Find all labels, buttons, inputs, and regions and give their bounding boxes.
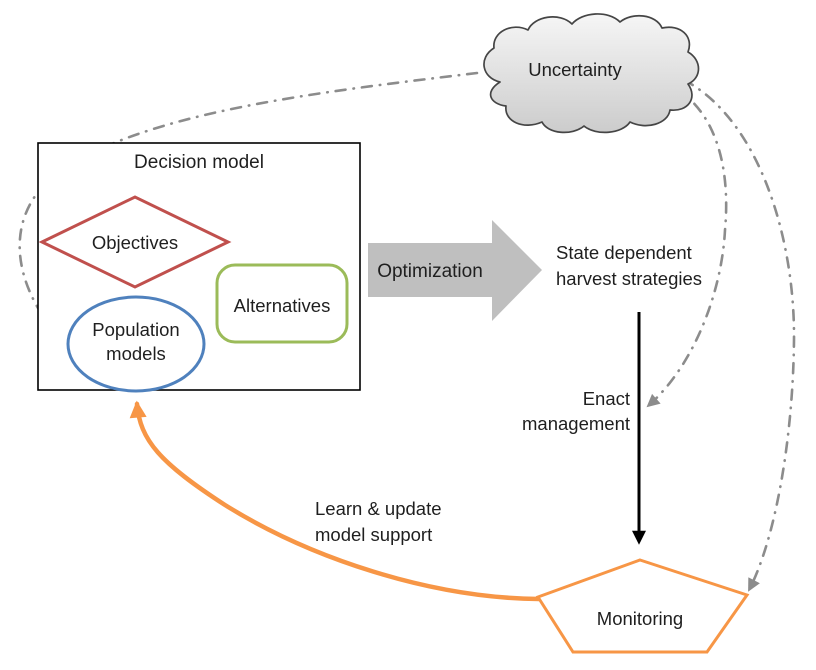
enact-management-label-line1: Enact — [583, 388, 630, 409]
alternatives-box — [215, 263, 349, 344]
optimization-arrow — [368, 220, 542, 321]
objectives-label: Objectives — [92, 232, 178, 253]
uncertainty-to-enact-management-arrow — [646, 85, 728, 408]
uncertainty-label: Uncertainty — [528, 59, 622, 80]
monitoring-pentagon — [535, 558, 750, 654]
objectives-diamond — [38, 195, 232, 289]
learn-update-feedback-arrow — [129, 400, 542, 602]
monitoring-label: Monitoring — [597, 608, 683, 629]
learn-update-label-line2: model support — [315, 524, 432, 545]
alternatives-label: Alternatives — [234, 295, 331, 316]
state-dependent-label-line1: State dependent — [556, 242, 692, 263]
learn-update-label-line1: Learn & update — [315, 498, 442, 519]
optimization-label: Optimization — [377, 261, 483, 282]
decision-model-label: Decision model — [134, 152, 264, 173]
population-models-ellipse — [66, 295, 206, 393]
state-dependent-label-line2: harvest strategies — [556, 268, 702, 289]
population-models-label-line1: Population — [92, 319, 179, 340]
population-models-label-line2: models — [106, 343, 166, 364]
uncertainty-to-monitoring-arrow — [682, 78, 796, 592]
uncertainty-cloud — [483, 13, 700, 134]
enact-management-label-line2: management — [522, 413, 630, 434]
